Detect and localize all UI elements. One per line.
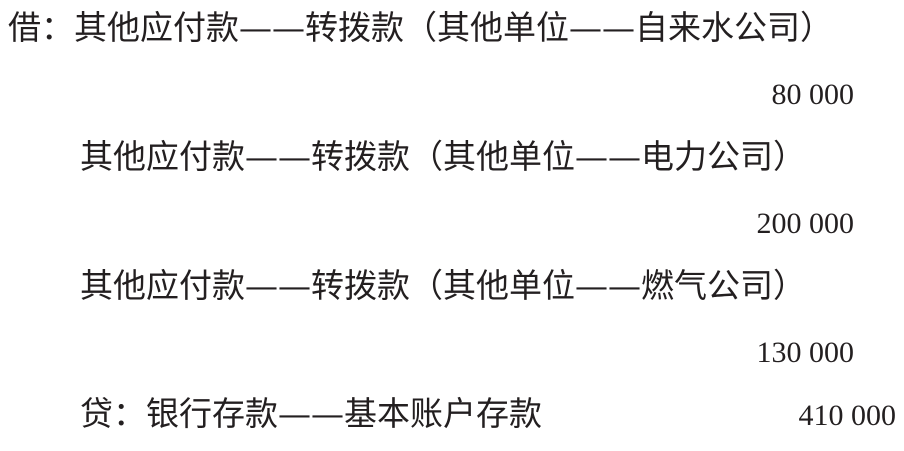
debit-account-1: 其他应付款——转拨款（其他单位——自来水公司） bbox=[74, 8, 833, 47]
credit-prefix: 贷： bbox=[80, 394, 146, 433]
credit-account: 银行存款——基本账户存款 bbox=[146, 394, 542, 433]
credit-amount: 410 000 bbox=[798, 399, 897, 432]
debit-prefix: 借： bbox=[8, 8, 74, 47]
debit-line-1: 借：其他应付款——转拨款（其他单位——自来水公司） bbox=[8, 8, 833, 48]
debit-amount-3: 130 000 bbox=[756, 336, 855, 369]
debit-account-2: 其他应付款——转拨款（其他单位——电力公司） bbox=[80, 137, 806, 176]
credit-line: 贷：银行存款——基本账户存款 bbox=[80, 394, 542, 434]
debit-amount-1: 80 000 bbox=[771, 78, 855, 111]
debit-amount-2: 200 000 bbox=[756, 207, 855, 240]
debit-account-3: 其他应付款——转拨款（其他单位——燃气公司） bbox=[80, 266, 806, 305]
